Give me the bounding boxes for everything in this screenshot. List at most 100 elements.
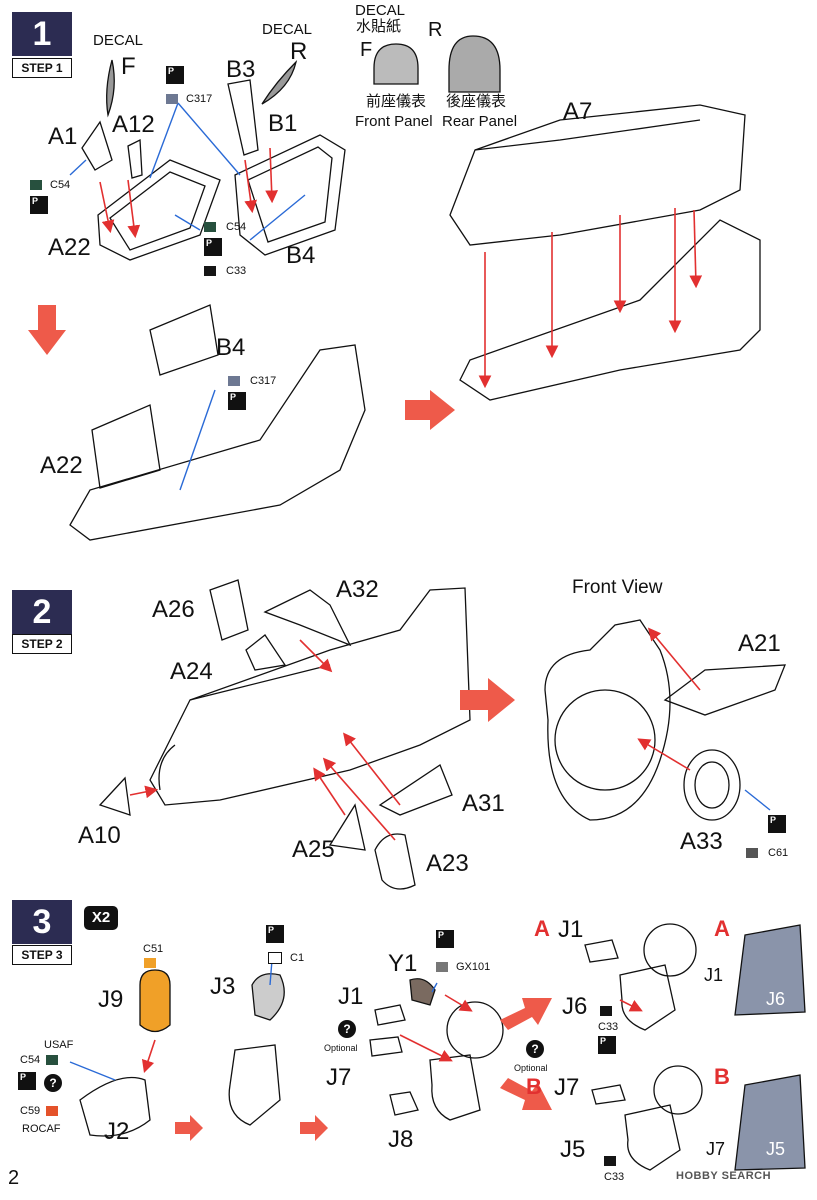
part-y1: Y1	[388, 950, 418, 977]
variant-b2-label: B	[714, 1064, 730, 1089]
color-c33-b: C33	[604, 1171, 625, 1183]
optional-icon: ?	[526, 1040, 544, 1058]
decal-sheet-f: F	[360, 39, 373, 61]
swatch-c33	[204, 266, 216, 276]
part-j9: J9	[98, 986, 124, 1013]
part-a1: A1	[48, 123, 78, 150]
color-c61: C61	[768, 847, 789, 859]
part-a33: A33	[680, 828, 723, 855]
color-c59: C59	[20, 1105, 41, 1117]
swatch-c54-b	[204, 222, 216, 232]
variant-a2-label: A	[714, 916, 730, 941]
decal-r-letter: R	[290, 38, 308, 65]
variant-b-label: B	[526, 1074, 542, 1099]
rear-panel-cn: 後座儀表	[446, 93, 507, 110]
step-2-label: STEP 2	[12, 634, 72, 654]
quantity-x2-badge: X2	[84, 906, 118, 930]
part-j3: J3	[210, 973, 236, 1000]
decal-sheet-title: DECAL	[355, 2, 406, 19]
color-c33-a: C33	[598, 1021, 619, 1033]
step-1-label: STEP 1	[12, 58, 72, 78]
part-b4-lower: B4	[216, 334, 246, 361]
optional-icon: ?	[338, 1020, 356, 1038]
part-j2: J2	[104, 1118, 130, 1145]
front-panel-cn: 前座儀表	[366, 93, 427, 110]
part-j1-a: J1	[558, 916, 584, 943]
paint-icon: P	[266, 925, 284, 943]
paint-icon: P	[204, 238, 222, 256]
color-c1: C1	[290, 952, 305, 964]
decal-sheet-title-cn: 水貼紙	[356, 18, 402, 35]
usaf-label: USAF	[44, 1039, 74, 1051]
part-a22-lower: A22	[40, 452, 83, 479]
photo-j7-label: J7	[706, 1139, 726, 1159]
part-a26: A26	[152, 596, 195, 623]
part-b1: B1	[268, 110, 298, 137]
rear-panel-en: Rear Panel	[442, 113, 518, 130]
part-j1: J1	[338, 983, 364, 1010]
part-j7-b: J7	[554, 1074, 580, 1101]
color-c317-lower: C317	[250, 375, 277, 387]
color-c51: C51	[143, 943, 164, 955]
color-c54-s3: C54	[20, 1054, 41, 1066]
part-j7: J7	[326, 1064, 352, 1091]
part-a21: A21	[738, 630, 781, 657]
part-a23: A23	[426, 850, 469, 877]
part-a25: A25	[292, 836, 335, 863]
part-b3: B3	[226, 56, 256, 83]
photo-j1-label: J1	[704, 965, 724, 985]
paint-icon: P	[166, 66, 184, 84]
swatch-c317	[166, 94, 178, 104]
decal-r-title: DECAL	[262, 21, 313, 38]
step-1-number: 1	[12, 12, 72, 56]
part-j8: J8	[388, 1126, 414, 1153]
optional-label-2: Optional	[514, 1063, 548, 1073]
paint-icon: P	[598, 1036, 616, 1054]
part-j6: J6	[562, 993, 588, 1020]
decal-f-title: DECAL	[93, 32, 144, 49]
part-a32: A32	[336, 576, 379, 603]
page-number: 2	[8, 1167, 20, 1189]
color-c54: C54	[50, 179, 71, 191]
swatch-c54-s3	[46, 1055, 58, 1065]
part-j5: J5	[560, 1136, 586, 1163]
swatch-c1	[268, 952, 282, 964]
swatch-c54	[30, 180, 42, 190]
decal-sheet-r: R	[428, 19, 443, 41]
rocaf-label: ROCAF	[22, 1123, 61, 1135]
optional-label-1: Optional	[324, 1043, 358, 1053]
photo-j6-label: J6	[766, 989, 786, 1009]
part-a12: A12	[112, 111, 155, 138]
front-view-label: Front View	[572, 577, 663, 598]
part-a31: A31	[462, 790, 505, 817]
swatch-c59	[46, 1106, 58, 1116]
swatch-c61	[746, 848, 758, 858]
swatch-gx101	[436, 962, 448, 972]
photo-j5-label: J5	[766, 1139, 786, 1159]
step-3-number: 3	[12, 900, 72, 944]
step-2-number: 2	[12, 590, 72, 634]
part-a22: A22	[48, 234, 91, 261]
decal-f-letter: F	[121, 53, 136, 80]
step-3-label: STEP 3	[12, 945, 72, 965]
optional-icon: ?	[44, 1074, 62, 1092]
paint-icon: P	[30, 196, 48, 214]
paint-icon: P	[436, 930, 454, 948]
part-a7: A7	[563, 98, 593, 125]
variant-a-label: A	[534, 916, 550, 941]
paint-icon: P	[228, 392, 246, 410]
part-b4: B4	[286, 242, 316, 269]
swatch-c33-a	[600, 1006, 612, 1016]
paint-icon: P	[768, 815, 786, 833]
swatch-c33-b	[604, 1156, 616, 1166]
color-c317: C317	[186, 93, 213, 105]
color-c33: C33	[226, 265, 247, 277]
part-a10: A10	[78, 822, 121, 849]
part-a24: A24	[170, 658, 213, 685]
swatch-c317-lower	[228, 376, 240, 386]
color-c54-b: C54	[226, 221, 247, 233]
watermark: HOBBY SEARCH	[676, 1170, 772, 1182]
paint-icon: P	[18, 1072, 36, 1090]
color-gx101: GX101	[456, 961, 491, 973]
